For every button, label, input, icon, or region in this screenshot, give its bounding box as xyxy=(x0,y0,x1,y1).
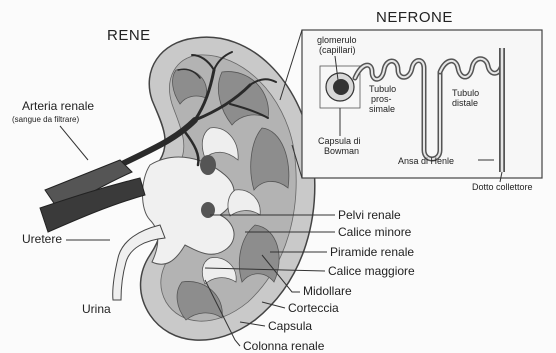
label-glomerulo: glomerulo xyxy=(317,35,357,45)
label-calice-minore: Calice minore xyxy=(338,225,412,239)
label-tubulo-distale-2: distale xyxy=(452,98,478,108)
label-corteccia: Corteccia xyxy=(288,301,339,315)
label-uretere: Uretere xyxy=(22,232,62,246)
label-sangue-da-filtrare: (sangue da filtrare) xyxy=(12,115,79,124)
label-capillari: (capillari) xyxy=(319,45,356,55)
label-midollare: Midollare xyxy=(303,284,352,298)
label-capsula-bowman-2: Bowman xyxy=(324,146,359,156)
glomerulus xyxy=(333,79,349,95)
label-tubulo-prossimale-1: Tubulo xyxy=(369,84,396,94)
label-piramide-renale: Piramide renale xyxy=(330,245,414,259)
label-tubulo-prossimale-3: simale xyxy=(369,104,395,114)
label-dotto-collettore: Dotto collettore xyxy=(472,182,533,192)
label-pelvi-renale: Pelvi renale xyxy=(338,208,401,222)
calyx-shadow-2 xyxy=(201,202,215,218)
kidney-title: RENE xyxy=(107,27,151,44)
label-calice-maggiore: Calice maggiore xyxy=(328,264,415,278)
kidney xyxy=(40,37,315,340)
label-colonna-renale: Colonna renale xyxy=(243,339,325,353)
label-tubulo-distale-1: Tubulo xyxy=(452,88,479,98)
leader-arteria xyxy=(60,126,88,160)
label-capsula-bowman-1: Capsula di xyxy=(318,136,361,146)
nephron-title: NEFRONE xyxy=(376,9,453,26)
label-tubulo-prossimale-2: pros- xyxy=(371,94,392,104)
calyx-shadow-1 xyxy=(200,155,216,175)
label-capsula: Capsula xyxy=(268,319,312,333)
label-urina: Urina xyxy=(82,302,111,316)
zoom-line-top xyxy=(280,30,302,100)
label-arteria-renale: Arteria renale xyxy=(22,99,94,113)
label-ansa-henle: Ansa di Henle xyxy=(398,156,454,166)
